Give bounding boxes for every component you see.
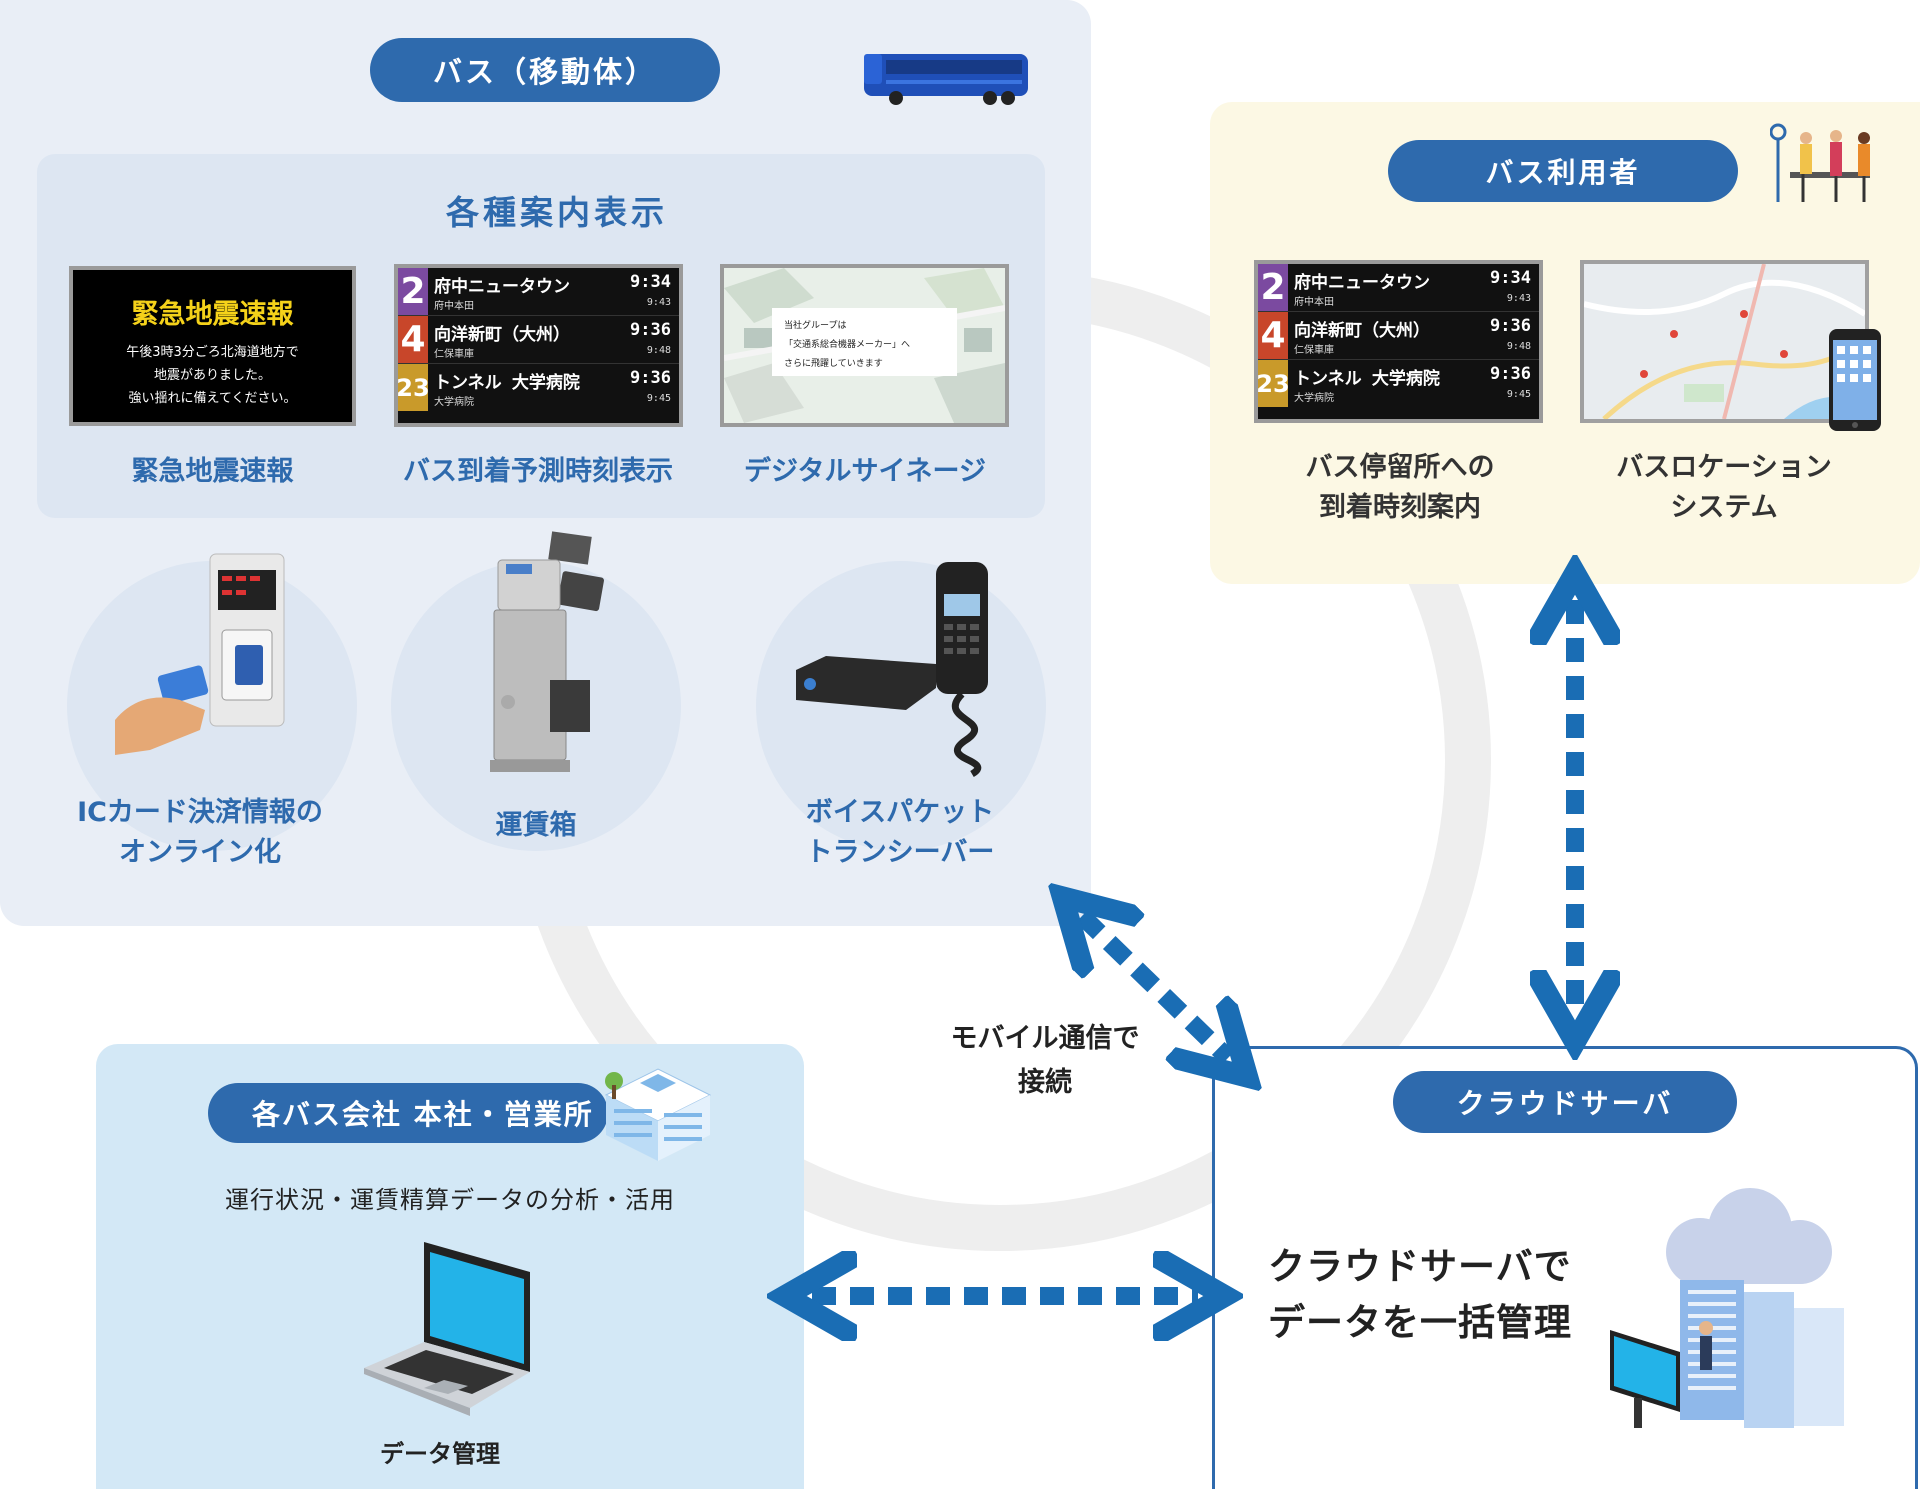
user-board-row-1-subtime: 9:43 xyxy=(1506,292,1531,304)
board-row-1-time: 9:34 xyxy=(630,271,671,292)
user-board-row-1-subdest: 府中本田 xyxy=(1294,296,1334,308)
user-board-row-3-number: 23 xyxy=(1258,360,1290,407)
mobile-connection-label-1: モバイル通信で xyxy=(950,1023,1140,1054)
ic-card-reader-icon xyxy=(115,553,285,755)
fare-box-icon xyxy=(490,531,604,772)
laptop-icon xyxy=(364,1242,530,1416)
device-caption-voice-2: トランシーバー xyxy=(805,837,995,868)
info-display-heading: 各種案内表示 xyxy=(446,193,668,232)
board-row-3-subtime: 9:45 xyxy=(646,392,671,404)
bus-section-title-text: バス（移動体） xyxy=(432,55,657,89)
board-row-3-number: 23 xyxy=(398,364,430,411)
board-row-1-number: 2 xyxy=(398,268,428,315)
board-row-2-number: 4 xyxy=(398,316,428,363)
board-row-3: 23 トンネル 大学病院 9:36 大学病院 9:45 xyxy=(398,364,679,411)
mobile-connection-label-2: 接続 xyxy=(1018,1067,1072,1098)
user-board-row-1: 2 府中ニュータウン 9:34 府中本田 9:43 xyxy=(1258,264,1539,312)
board-row-2-subdest: 仁保車庫 xyxy=(434,348,474,360)
eew-screen-line2: 地震がありました。 xyxy=(153,368,271,383)
user-board-row-2: 4 向洋新町（大州） 9:36 仁保車庫 9:48 xyxy=(1258,312,1539,360)
board-row-1: 2 府中ニュータウン 9:34 府中本田 9:43 xyxy=(398,268,679,316)
user-board-row-1-time: 9:34 xyxy=(1490,267,1531,288)
cloud-server-icon xyxy=(1610,1188,1844,1428)
user-board-row-2-number: 4 xyxy=(1258,312,1288,359)
board-row-2-dest: 向洋新町（大州） xyxy=(434,324,570,345)
user-board-row-3-subtime: 9:45 xyxy=(1506,388,1531,400)
map-illustration xyxy=(1584,264,1865,419)
info-caption-signage: デジタルサイネージ xyxy=(744,456,986,487)
board-row-3-dest: トンネル 大学病院 xyxy=(434,372,580,393)
eew-screen-line1: 午後3時3分ごろ北海道地方で xyxy=(126,345,299,360)
board-row-1-subdest: 府中本田 xyxy=(434,300,474,312)
board-row-2-time: 9:36 xyxy=(630,319,671,340)
user-board-row-2-time: 9:36 xyxy=(1490,315,1531,336)
board-row-3-time: 9:36 xyxy=(630,367,671,388)
user-board-row-2-dest: 向洋新町（大州） xyxy=(1294,320,1430,341)
cloud-title: クラウドサーバ xyxy=(1393,1071,1737,1133)
user-board-row-2-subtime: 9:48 xyxy=(1506,340,1531,352)
user-board-row-3-subdest: 大学病院 xyxy=(1294,392,1334,404)
laptop-caption: データ管理 xyxy=(380,1440,500,1468)
board-row-2: 4 向洋新町（大州） 9:36 仁保車庫 9:48 xyxy=(398,316,679,364)
signage-screen: 当社グループは 「交通系総合機器メーカー」へ さらに飛躍していきます xyxy=(720,264,1009,427)
board-row-2-subtime: 9:48 xyxy=(646,344,671,356)
user-board-row-3: 23 トンネル 大学病院 9:36 大学病院 9:45 xyxy=(1258,360,1539,407)
office-title: 各バス会社 本社・営業所 xyxy=(208,1083,608,1143)
cloud-title-text: クラウドサーバ xyxy=(1456,1087,1674,1120)
user-board-row-3-time: 9:36 xyxy=(1490,363,1531,384)
board-row-1-subtime: 9:43 xyxy=(646,296,671,308)
signage-message-box: 当社グループは 「交通系総合機器メーカー」へ さらに飛躍していきます xyxy=(772,308,957,376)
user-board-row-2-subdest: 仁保車庫 xyxy=(1294,344,1334,356)
user-caption-location-1: バスロケーション xyxy=(1616,452,1832,483)
bus-section-title: バス（移動体） xyxy=(370,38,720,102)
device-caption-voice-1: ボイスパケット xyxy=(805,797,995,828)
user-caption-arrival-2: 到着時刻案内 xyxy=(1319,492,1481,523)
board-row-1-dest: 府中ニュータウン xyxy=(434,276,570,297)
eew-screen-title: 緊急地震速報 xyxy=(131,299,294,330)
smartphone-icon xyxy=(1829,329,1881,431)
user-board-row-3-dest: トンネル 大学病院 xyxy=(1294,368,1440,389)
user-caption-arrival-1: バス停留所への xyxy=(1305,452,1495,483)
user-board-row-1-dest: 府中ニュータウン xyxy=(1294,272,1430,293)
office-building-icon xyxy=(604,1068,712,1161)
device-caption-ic-2: オンライン化 xyxy=(119,837,281,868)
signage-line3: さらに飛躍していきます xyxy=(784,359,883,369)
bus-icon xyxy=(864,54,1028,105)
cloud-text-line2: データを一括管理 xyxy=(1268,1301,1572,1344)
signage-line2: 「交通系総合機器メーカー」へ xyxy=(784,340,911,350)
user-caption-location-2: システム xyxy=(1670,492,1778,523)
user-board-row-1-number: 2 xyxy=(1258,264,1288,311)
cloud-text-line1: クラウドサーバで xyxy=(1268,1245,1572,1288)
office-subtitle: 運行状況・運賃精算データの分析・活用 xyxy=(225,1186,675,1214)
bus-users-title-text: バス利用者 xyxy=(1485,156,1641,189)
board-row-3-subdest: 大学病院 xyxy=(434,396,474,408)
signage-line1: 当社グループは xyxy=(784,321,847,331)
transceiver-icon xyxy=(796,562,988,778)
user-arrival-board-screen: 2 府中ニュータウン 9:34 府中本田 9:43 4 向洋新町（大州） 9:36 仁… xyxy=(1254,260,1543,423)
info-caption-arrival: バス到着予測時刻表示 xyxy=(403,456,673,487)
eew-screen-line3: 強い揺れに備えてください。 xyxy=(128,391,297,406)
info-caption-eew: 緊急地震速報 xyxy=(131,456,294,487)
device-caption-ic-1: ICカード決済情報の xyxy=(77,797,323,828)
bus-users-title: バス利用者 xyxy=(1388,140,1738,202)
device-caption-fare-box: 運賃箱 xyxy=(495,810,577,841)
arrow-bus-cloud xyxy=(1082,916,1228,1058)
people-bus-stop-icon xyxy=(1770,123,1870,202)
office-title-text: 各バス会社 本社・営業所 xyxy=(252,1098,594,1131)
bus-location-map xyxy=(1580,260,1869,423)
arrival-board-screen: 2 府中ニュータウン 9:34 府中本田 9:43 4 向洋新町（大州） 9:36 仁… xyxy=(394,264,683,427)
eew-screen: 緊急地震速報 午後3時3分ごろ北海道地方で 地震がありました。 強い揺れに備えて… xyxy=(69,266,356,426)
